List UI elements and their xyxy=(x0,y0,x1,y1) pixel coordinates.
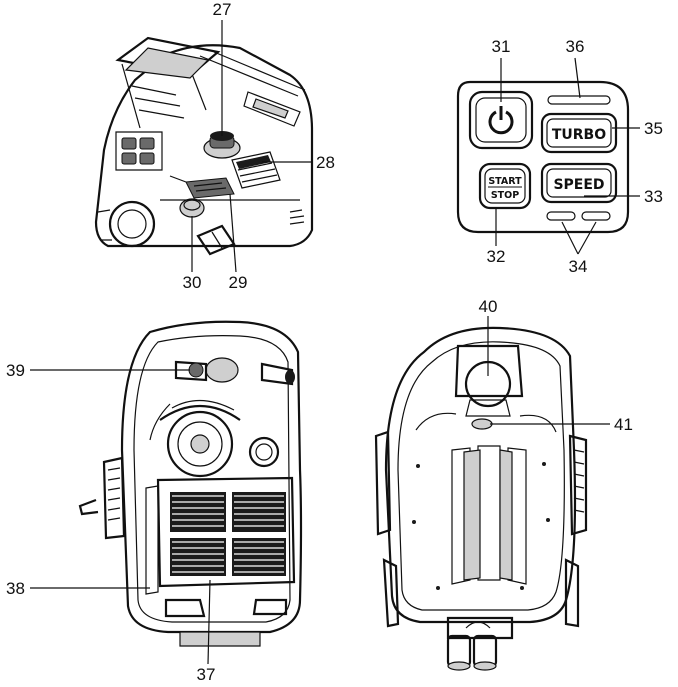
callout-34: 34 xyxy=(569,257,588,276)
callout-29: 29 xyxy=(229,273,248,292)
callout-40: 40 xyxy=(479,297,498,316)
power-icon xyxy=(488,106,514,135)
callout-32: 32 xyxy=(487,247,506,266)
callout-28: 28 xyxy=(316,153,335,172)
callout-27: 27 xyxy=(213,0,232,19)
speed-label: SPEED xyxy=(553,177,604,193)
leader-lines xyxy=(30,20,640,665)
figure-top-view xyxy=(94,36,314,256)
stop-label: STOP xyxy=(491,190,519,201)
callout-36: 36 xyxy=(566,37,585,56)
callout-41: 41 xyxy=(614,415,633,434)
speed-button[interactable]: SPEED xyxy=(540,162,618,204)
callout-37: 37 xyxy=(197,665,216,684)
control-panel: TURBO SPEED START STOP xyxy=(456,80,630,234)
callout-33: 33 xyxy=(644,187,663,206)
start-label: START xyxy=(488,176,522,187)
callout-31: 31 xyxy=(492,37,511,56)
callout-30: 30 xyxy=(183,273,202,292)
callout-35: 35 xyxy=(644,119,663,138)
status-indicator xyxy=(547,95,611,105)
figure-rear-view xyxy=(374,326,588,671)
callout-39: 39 xyxy=(6,361,25,380)
turbo-button[interactable]: TURBO xyxy=(540,112,618,154)
figure-open-view xyxy=(78,320,303,647)
start-stop-button[interactable]: START STOP xyxy=(478,162,532,210)
speed-led-left xyxy=(546,211,576,221)
callout-labels: 27 28 29 30 31 36 35 33 32 34 39 38 37 4… xyxy=(6,0,663,684)
callout-38: 38 xyxy=(6,579,25,598)
speed-led-right xyxy=(581,211,611,221)
turbo-label: TURBO xyxy=(552,127,606,143)
